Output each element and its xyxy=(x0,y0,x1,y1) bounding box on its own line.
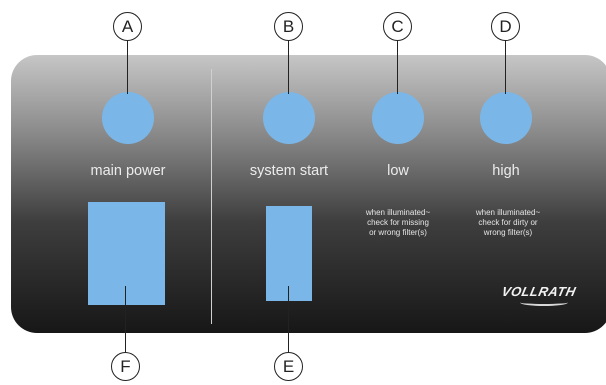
main-power-light[interactable] xyxy=(102,92,154,144)
high-label: high xyxy=(492,163,520,179)
callout-b: B xyxy=(274,12,303,41)
high-filter-light[interactable] xyxy=(480,92,532,144)
callout-f-leader xyxy=(125,286,127,354)
high-note-line: check for dirty or xyxy=(478,218,538,227)
callout-d-leader xyxy=(505,40,507,94)
callout-f: F xyxy=(111,352,140,381)
high-note-line: wrong filter(s) xyxy=(483,228,533,237)
system-start-light[interactable] xyxy=(263,92,315,144)
logo-swoosh xyxy=(520,299,568,306)
callout-a: A xyxy=(113,12,142,41)
callout-b-leader xyxy=(288,40,290,94)
callout-a-leader xyxy=(127,40,129,94)
low-label: low xyxy=(387,163,409,179)
main-power-switch[interactable] xyxy=(88,202,165,305)
callout-e-leader xyxy=(288,286,290,354)
main-power-label: main power xyxy=(90,163,166,179)
high-note: when illuminated~ check for dirty or wro… xyxy=(453,208,563,238)
callout-c-leader xyxy=(397,40,399,94)
panel-divider xyxy=(211,69,212,324)
low-note: when illuminated~ check for missing or w… xyxy=(343,208,453,238)
low-note-line: check for missing xyxy=(367,218,429,227)
callout-d: D xyxy=(491,12,520,41)
system-start-label: system start xyxy=(249,163,329,179)
high-note-line: when illuminated~ xyxy=(475,208,541,217)
low-filter-light[interactable] xyxy=(372,92,424,144)
vollrath-logo: VOLLRATH xyxy=(500,284,578,299)
system-start-switch[interactable] xyxy=(266,206,312,301)
low-note-line: or wrong filter(s) xyxy=(369,228,427,237)
low-note-line: when illuminated~ xyxy=(365,208,431,217)
callout-e: E xyxy=(274,352,303,381)
callout-c: C xyxy=(383,12,412,41)
